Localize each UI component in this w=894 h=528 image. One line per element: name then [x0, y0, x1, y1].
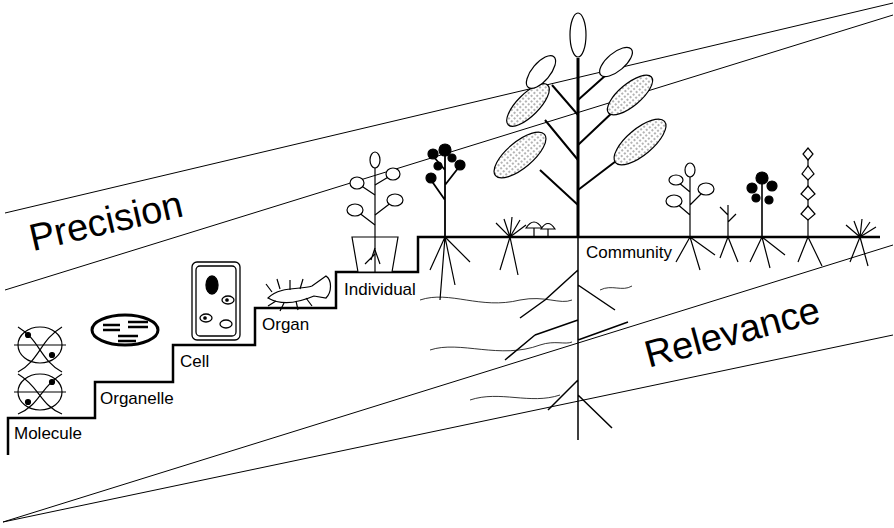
organelle-icon [103, 324, 120, 327]
community-plants [426, 13, 876, 440]
wedge-lines [3, 245, 893, 522]
cell-icon [192, 262, 240, 340]
axis-label: Relevance [640, 289, 825, 378]
ground-contours [470, 395, 560, 400]
community-plants [595, 42, 637, 82]
community-plants [487, 124, 553, 185]
organelle-icon [103, 322, 148, 341]
community-plants [676, 237, 715, 270]
cell-icon [192, 262, 240, 340]
community-plants [428, 149, 438, 159]
community-plants [846, 219, 876, 237]
ground-contours [430, 342, 572, 351]
community-plants [747, 183, 757, 193]
community-plants [426, 173, 436, 183]
community-plants [720, 205, 736, 237]
level-label: Individual [342, 280, 418, 300]
community-plants [720, 237, 738, 262]
community-plants [850, 237, 868, 266]
cell-icon [220, 320, 232, 328]
molecule-icon [26, 333, 31, 338]
community-plants [540, 75, 620, 205]
community-plants [505, 237, 628, 440]
molecule-icon [14, 391, 66, 392]
ground-contours [420, 297, 572, 303]
community-plants [439, 144, 451, 156]
community-plants [750, 237, 785, 268]
organ-icon [266, 276, 331, 311]
community-plants [767, 181, 777, 191]
community-plants [669, 175, 683, 185]
potted-plant-icon [365, 248, 380, 264]
community-plants [577, 58, 580, 237]
cell-icon [206, 276, 218, 294]
molecule-icon [14, 327, 66, 414]
community-plants [761, 180, 763, 237]
potted-plant-icon [347, 204, 363, 216]
potted-plant-icon [350, 177, 364, 189]
community-plants [698, 183, 714, 195]
organelle-icon [118, 340, 136, 343]
level-label: Organ [260, 315, 311, 335]
cell-icon [226, 299, 228, 301]
community-plants [448, 154, 456, 162]
cell-icon [222, 296, 234, 304]
wedge-lines [3, 3, 893, 522]
wedge-lines [5, 3, 893, 213]
community-plants [685, 163, 695, 177]
molecule-icon [26, 400, 31, 405]
community-plants [666, 195, 682, 207]
organelle-icon [92, 315, 158, 345]
community-plants [521, 51, 561, 93]
community-plants [765, 196, 773, 204]
cell-icon [204, 317, 206, 319]
staircase [8, 237, 880, 455]
potted-plant-icon [347, 152, 403, 272]
level-label: Organelle [98, 389, 176, 409]
level-label: Molecule [12, 424, 84, 444]
organ-icon [266, 279, 312, 311]
organelle-icon [103, 329, 120, 332]
community-plants [752, 194, 760, 202]
community-plants [601, 69, 658, 122]
community-plants [570, 13, 586, 57]
cell-icon [200, 314, 212, 322]
community-plants [496, 217, 526, 237]
potted-plant-icon [386, 168, 400, 180]
community-plants [431, 155, 459, 237]
molecule-icon [14, 344, 66, 345]
molecule-icon [50, 353, 55, 358]
level-label: Community [584, 243, 674, 263]
community-plants [500, 237, 518, 275]
community-plants [607, 111, 673, 172]
community-plants [434, 162, 442, 170]
potted-plant-icon [370, 152, 380, 168]
ground-contours [600, 286, 632, 290]
potted-plant-icon [374, 165, 375, 272]
organelle-icon [92, 315, 158, 345]
axis-label: Precision [25, 183, 187, 261]
molecule-icon [50, 380, 55, 385]
organelle-icon [128, 321, 148, 324]
community-plants [798, 237, 822, 266]
community-plants [455, 160, 465, 170]
wedge-lines [5, 15, 893, 290]
potted-plant-icon [387, 194, 403, 206]
community-plants [801, 148, 815, 220]
community-plants [430, 237, 470, 300]
molecule-icon [18, 327, 62, 414]
organelle-icon [128, 326, 148, 329]
level-label: Cell [178, 352, 211, 372]
community-plants [756, 172, 768, 184]
wedge-lines [3, 335, 893, 522]
community-plants [541, 224, 555, 230]
community-plants [526, 222, 542, 228]
cell-icon [196, 266, 236, 336]
organelle-icon [118, 335, 138, 338]
